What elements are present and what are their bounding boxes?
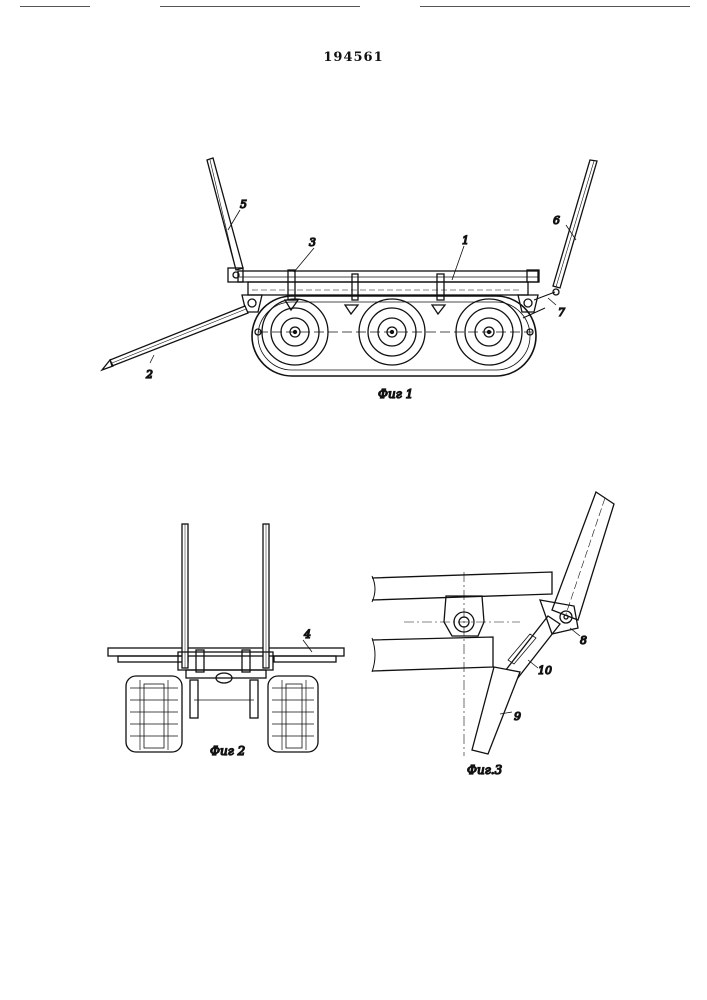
callout-3: 3 [309,236,316,249]
detail-centerlines [404,572,520,756]
figure-3-caption: Фиг.3 [467,763,503,777]
figure-3-hinge-detail: 8 10 9 Фиг.3 [372,492,614,777]
callout-8: 8 [580,634,587,647]
detail-upper-beam [372,572,552,602]
figure-1-caption: Фиг 1 [378,387,413,401]
figure-2-caption: Фиг 2 [210,744,245,758]
detail-lower-beam [372,637,493,672]
platform-posts [285,270,445,314]
callout-7: 7 [558,306,565,319]
figure-2-rear-view: 4 Фиг 2 [108,524,344,758]
callout-10: 10 [538,664,552,677]
rear-deck [108,648,344,662]
rear-track-right [268,676,318,752]
callout-1: 1 [462,234,469,247]
platform-frame [238,271,538,295]
detail-stanchion [540,492,614,634]
rear-axle-assembly [178,650,273,718]
rear-stanchion-left [182,524,188,668]
drawbar [102,306,248,370]
callout-4: 4 [303,628,311,641]
callout-5: 5 [240,198,247,211]
detail-leg [472,667,520,754]
callout-6: 6 [553,214,560,227]
leader-line-4 [303,640,312,652]
rear-stanchion-right [263,524,269,668]
callout-9: 9 [514,710,521,723]
stanchion-left [207,158,243,282]
callout-2: 2 [145,368,153,381]
rear-track-left [126,676,182,752]
figure-1-side-view: 5 6 3 1 7 2 Фиг 1 [102,158,597,401]
